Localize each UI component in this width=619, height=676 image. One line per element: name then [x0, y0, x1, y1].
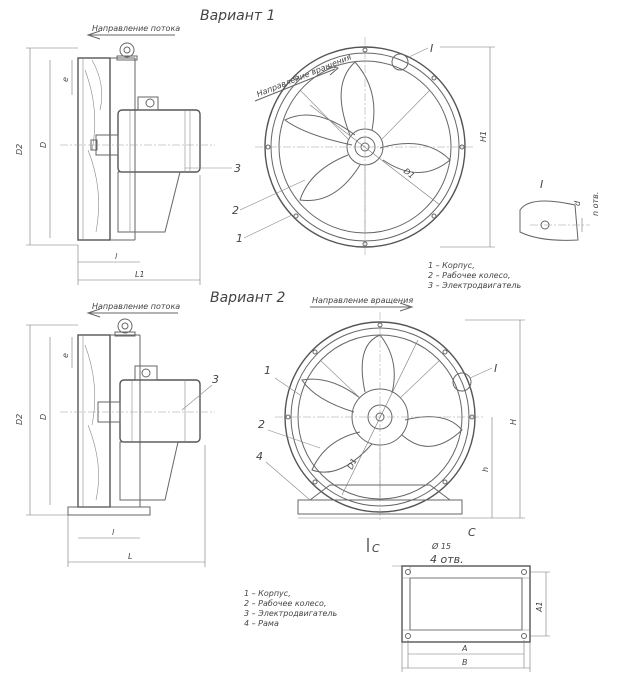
frame-inner — [409, 577, 523, 631]
dim-l-label: l — [112, 528, 115, 537]
callout-3: 3 — [234, 162, 241, 175]
svg-text:3 – Электродвигатель: 3 – Электродвигатель — [428, 281, 522, 290]
motor-support — [117, 171, 181, 233]
dim-D-label: D — [39, 414, 48, 420]
detail-label: I — [430, 42, 433, 55]
dim-H1-label: H1 — [479, 131, 488, 142]
detail-I-view: I d n отв. — [519, 178, 600, 241]
dim-D1-label: D1 — [402, 166, 416, 180]
dim-h-label: h — [481, 467, 490, 472]
dim-e-label: e — [61, 353, 70, 358]
rotation-arrow-icon — [326, 65, 340, 76]
svg-text:I: I — [540, 178, 543, 191]
dim-H-label: H — [509, 419, 518, 425]
hole-diameter: Ø 15 — [431, 541, 451, 551]
terminal-box — [134, 365, 158, 381]
variant2-flow-direction: Направление потока — [92, 302, 180, 311]
frame-hole — [521, 633, 527, 639]
flow-arrow-icon — [86, 30, 101, 40]
callout-1: 1 — [264, 364, 271, 377]
blade — [284, 114, 356, 146]
frame-outline — [401, 565, 531, 643]
flow-arrow-icon — [86, 308, 101, 318]
detail-flange-section — [519, 200, 579, 241]
blade — [299, 154, 361, 202]
svg-text:1 – Корпус,: 1 – Корпус, — [244, 589, 291, 598]
svg-text:2 – Рабочее колесо,: 2 – Рабочее колесо, — [428, 271, 510, 280]
variant1-side-view: Вариант 1 Направление потока — [15, 8, 275, 285]
dim-D2-label: D2 — [15, 414, 24, 425]
detail-marker — [391, 53, 409, 71]
detail-dim-n: n отв. — [591, 192, 600, 216]
callout-2: 2 — [258, 418, 265, 431]
variant2-side-view: Вариант 2 Направление потока D2 D e l — [15, 290, 286, 567]
lifting-eye — [117, 318, 133, 334]
section-label-left: C — [372, 542, 380, 555]
variant2-front-view: Направление вращения D1 — [256, 296, 525, 555]
dim-A1-label: A1 — [535, 601, 544, 613]
frame-plan-view: Ø 15 4 отв. A1 A B — [392, 541, 550, 672]
blade — [340, 61, 375, 136]
rotation-arrow-icon — [399, 302, 414, 312]
frame-hole — [405, 633, 411, 639]
terminal-box — [137, 96, 159, 111]
dim-D1 — [309, 104, 441, 206]
dim-l-label: l — [115, 252, 118, 261]
lifting-eye — [119, 42, 135, 58]
dim-D1 — [341, 339, 419, 496]
variant1-front-view: Направление вращения D1 — [232, 37, 522, 290]
base-frame — [67, 506, 151, 516]
callout-4: 4 — [256, 450, 263, 463]
dim-D-label: D — [39, 142, 48, 148]
svg-text:3 – Электродвигатель: 3 – Электродвигатель — [244, 609, 338, 618]
blade — [311, 431, 373, 473]
frame-hole — [405, 569, 411, 575]
section-label-right: C — [468, 526, 476, 539]
detail-label: I — [494, 362, 497, 375]
housing-outline — [77, 57, 111, 241]
hole-count: 4 отв. — [430, 553, 464, 566]
dim-e-label: e — [61, 77, 70, 82]
detail-dim-d: d — [573, 200, 582, 206]
flange-holes — [265, 47, 465, 247]
blade — [301, 378, 361, 413]
motor-support — [119, 441, 179, 501]
svg-text:1 – Корпус,: 1 – Корпус, — [428, 261, 475, 270]
callout-1: 1 — [236, 232, 243, 245]
base-frame — [297, 499, 463, 515]
variant2-title: Вариант 2 — [210, 290, 286, 306]
variant2-legend: 1 – Корпус, 2 – Рабочее колесо, 3 – Элек… — [244, 589, 338, 628]
callout-2: 2 — [232, 204, 239, 217]
variant1-flow-direction: Направление потока — [92, 24, 180, 33]
blade — [401, 416, 463, 447]
dim-A-label: A — [461, 644, 467, 653]
flange-holes — [285, 322, 475, 485]
svg-text:4 – Рама: 4 – Рама — [244, 619, 279, 628]
variant1-legend: 1 – Корпус, 2 – Рабочее колесо, 3 – Элек… — [428, 261, 522, 290]
dim-D2-label: D2 — [15, 144, 24, 155]
detail-marker — [452, 372, 472, 392]
dim-B-label: B — [462, 658, 468, 667]
dim-L-label: L — [128, 552, 132, 561]
callout-3: 3 — [212, 373, 219, 386]
dim-D1-label: D1 — [346, 457, 359, 471]
blade — [361, 334, 395, 394]
blade — [379, 143, 451, 173]
dim-L1-label: L1 — [135, 270, 145, 279]
frame-hole — [521, 569, 527, 575]
variant1-title: Вариант 1 — [200, 8, 275, 24]
variant2-rotation-direction: Направление вращения — [312, 296, 413, 305]
svg-text:2 – Рабочее колесо,: 2 – Рабочее колесо, — [244, 599, 326, 608]
